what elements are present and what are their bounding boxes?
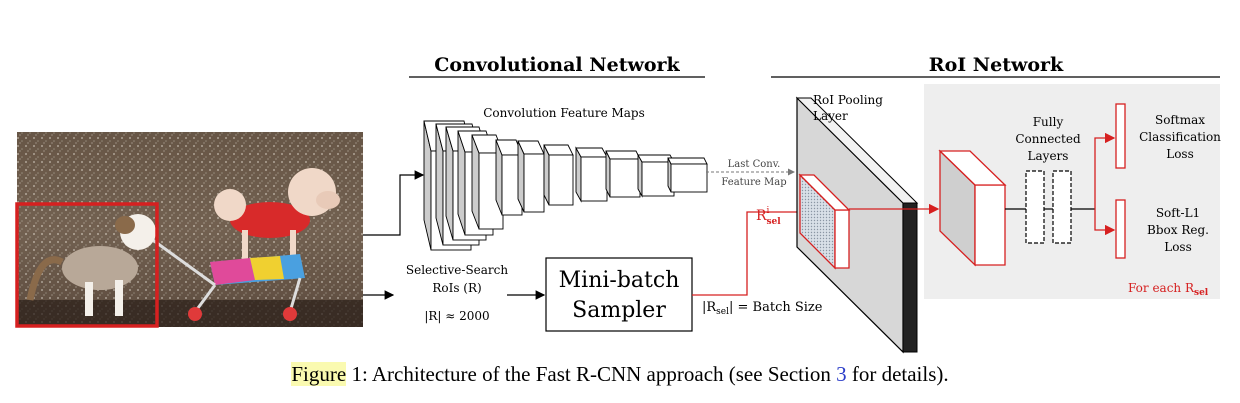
roi-pooling-layer	[795, 96, 919, 354]
minibatch-sampler-box	[545, 257, 693, 332]
caption-text-after: for details).	[846, 362, 949, 386]
feature-map-layer	[605, 150, 641, 198]
input-image	[17, 132, 363, 327]
for-each-rsel-label: For each Rsel	[1128, 281, 1209, 298]
sampler-label-2: Sampler	[572, 298, 666, 323]
feature-map-layer	[543, 144, 574, 206]
roi-network-title: RoI Network	[929, 54, 1064, 76]
roi-pooling-label-1: RoI Pooling	[813, 93, 883, 107]
caption-text-before: : Architecture of the Fast R-CNN approac…	[361, 362, 837, 386]
fc-label-2: Connected	[1015, 132, 1081, 146]
bbox-label-2: Bbox Reg.	[1147, 223, 1209, 237]
fc-label-1: Fully	[1033, 115, 1064, 129]
caption-section-link[interactable]: 3	[836, 362, 847, 386]
branch-to-softmax	[1094, 132, 1116, 209]
bbox-label-1: Soft-L1	[1156, 206, 1200, 220]
batch-size-label: |Rsel| = Batch Size	[702, 300, 823, 317]
feature-map-layer	[495, 139, 523, 216]
last-conv-label: Last Conv.	[728, 159, 781, 170]
fc-layer-2	[1052, 170, 1072, 244]
rois-count: |R| ≈ 2000	[424, 309, 489, 323]
caption-figure-number: 1	[351, 362, 362, 386]
image-to-conv-arrow	[363, 170, 425, 236]
feature-map-label: Feature Map	[721, 177, 786, 188]
feature-map-layer	[667, 157, 708, 193]
branch-to-bbox	[1094, 209, 1116, 236]
bbox-label-3: Loss	[1164, 240, 1192, 254]
sampler-to-roi-arrow	[692, 206, 814, 296]
selective-search-label: Selective-Search	[406, 263, 509, 277]
fast-rcnn-diagram: Convolutional Network RoI Network	[15, 54, 1221, 354]
fc-label-3: Layers	[1028, 149, 1069, 163]
caption-figure-word: Figure	[291, 362, 347, 386]
roi-box	[15, 202, 159, 328]
pooled-roi	[798, 173, 851, 270]
rois-label: RoIs (R)	[432, 281, 481, 295]
roi-pooling-label-2: Layer	[813, 109, 848, 123]
sampler-label-1: Mini-batch	[559, 268, 680, 293]
conv-network-title: Convolutional Network	[434, 54, 680, 76]
figure-caption: Figure 1: Architecture of the Fast R-CNN…	[0, 362, 1240, 387]
feature-map-layer	[517, 140, 545, 213]
softmax-label-1: Softmax	[1155, 113, 1205, 127]
roi-feature-volume	[938, 149, 1007, 267]
feature-map-layer	[575, 146, 608, 203]
bbox-layer	[1115, 199, 1126, 259]
conv-feature-maps	[423, 120, 708, 251]
feature-maps-label: Convolution Feature Maps	[483, 106, 645, 120]
softmax-layer	[1115, 103, 1126, 169]
softmax-label-2: Classification	[1139, 130, 1221, 144]
softmax-label-3: Loss	[1166, 147, 1194, 161]
fc-layer-1	[1025, 170, 1045, 244]
